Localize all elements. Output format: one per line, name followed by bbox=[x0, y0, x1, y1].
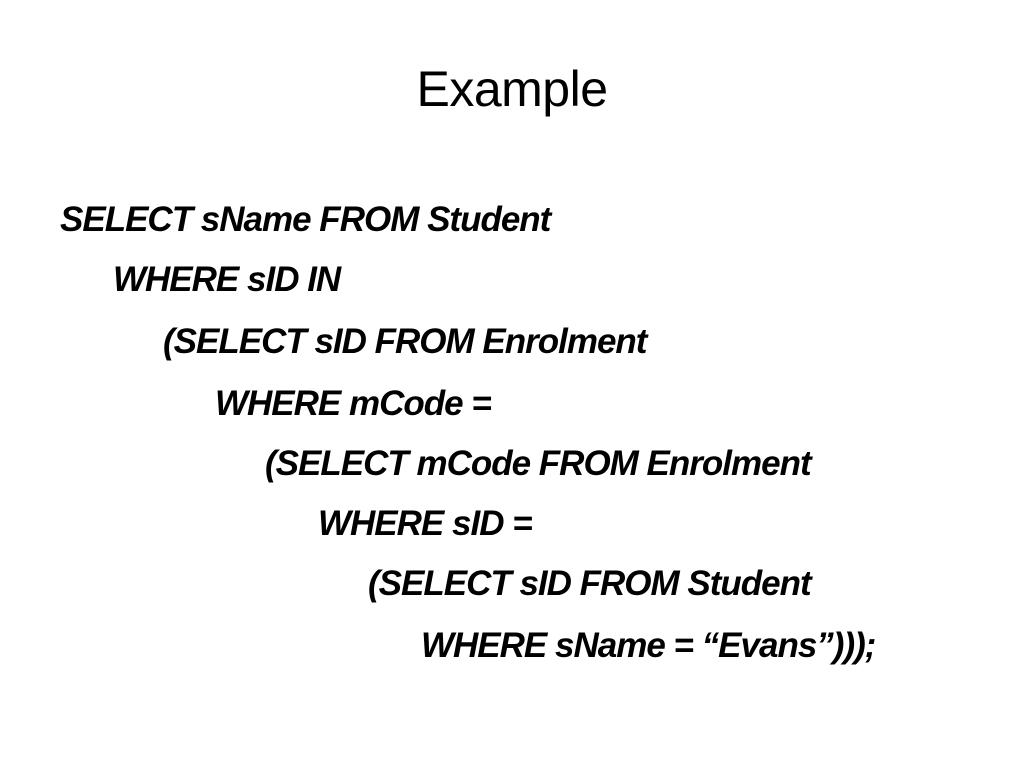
code-line-3: (SELECT sID FROM Enrolment bbox=[163, 322, 647, 361]
code-line-2: WHERE sID IN bbox=[113, 260, 341, 299]
code-line-5: (SELECT mCode FROM Enrolment bbox=[265, 444, 812, 483]
code-line-4: WHERE mCode = bbox=[215, 384, 492, 423]
code-line-7: (SELECT sID FROM Student bbox=[368, 564, 812, 603]
code-line-6: WHERE sID = bbox=[318, 504, 533, 543]
slide-title: Example bbox=[416, 61, 608, 117]
code-line-8: WHERE sName = “Evans”))); bbox=[421, 626, 876, 665]
code-line-1: SELECT sName FROM Student bbox=[60, 200, 551, 239]
